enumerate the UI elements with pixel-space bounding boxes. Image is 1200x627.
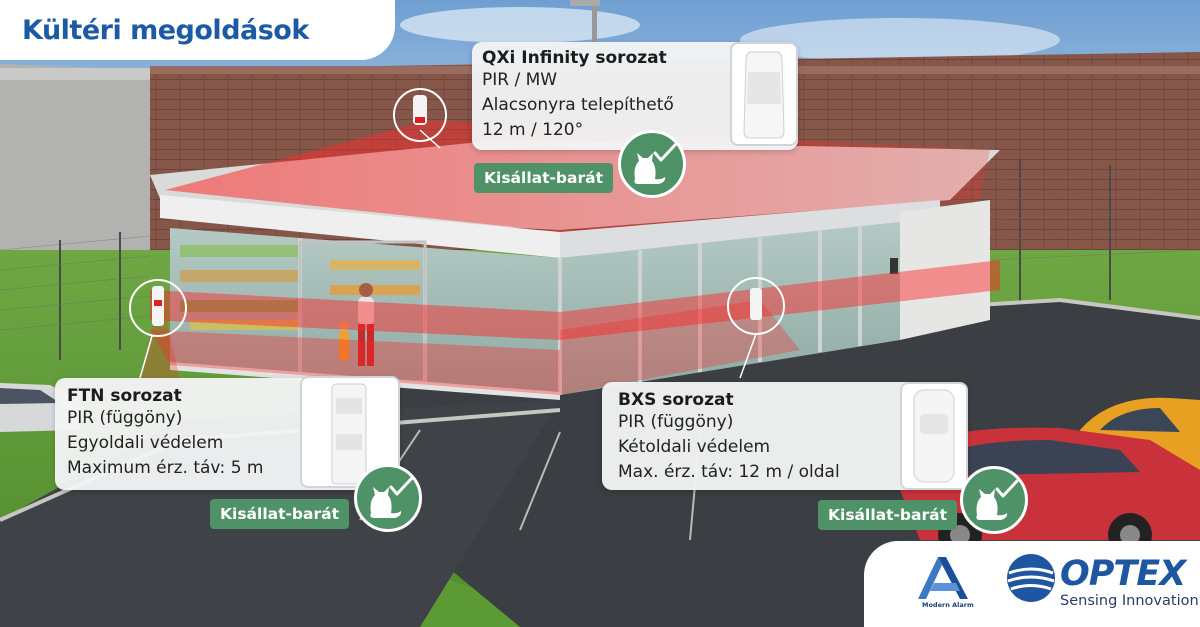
bxs-sensor-icon	[913, 389, 955, 483]
qxi-device-image	[730, 42, 798, 146]
pet-friendly-circle	[960, 466, 1028, 534]
cat-icon	[634, 153, 666, 184]
product-spec: Egyoldali védelem	[67, 433, 224, 453]
cat-icon	[370, 487, 402, 518]
product-spec: PIR (függöny)	[618, 412, 734, 432]
pet-friendly-label: Kisállat-barát	[484, 169, 604, 187]
page-title: Kültéri megoldások	[22, 14, 309, 46]
pet-friendly-circle	[618, 130, 686, 198]
title-tab: Kültéri megoldások	[0, 0, 395, 60]
product-spec: PIR (függöny)	[67, 408, 183, 428]
logo-panel: Modern Alarm OPTEX Sensing Innovation	[864, 541, 1200, 627]
checkmark-icon	[995, 479, 1019, 498]
pet-friendly-badge: Kisállat-barát	[818, 500, 958, 530]
pet-friendly-badge: Kisállat-barát	[210, 499, 350, 529]
pet-friendly-badge: Kisállat-barát	[474, 163, 614, 193]
pet-friendly-label: Kisállat-barát	[828, 506, 948, 524]
product-spec: Kétoldali védelem	[618, 437, 771, 457]
checkmark-icon	[653, 143, 677, 162]
product-spec: Alacsonyra telepíthető	[482, 95, 674, 115]
pet-friendly-label: Kisállat-barát	[220, 505, 340, 523]
checkmark-icon	[389, 477, 413, 496]
product-heading: BXS sorozat	[618, 390, 734, 410]
optex-tagline: Sensing Innovation	[1060, 593, 1199, 609]
product-heading: QXi Infinity sorozat	[482, 48, 667, 68]
optex-wordmark: OPTEX	[1060, 554, 1186, 594]
product-spec: Maximum érz. táv: 5 m	[67, 458, 264, 478]
product-spec: PIR / MW	[482, 70, 558, 90]
pet-friendly-circle	[354, 464, 422, 532]
ftn-sensor-icon	[331, 383, 367, 485]
modern-alarm-logo	[918, 557, 968, 599]
product-spec: 12 m / 120°	[482, 120, 584, 140]
qxi-sensor-icon	[743, 51, 785, 139]
modern-alarm-label: Modern Alarm	[922, 601, 974, 609]
product-spec: Max. érz. táv: 12 m / oldal	[618, 462, 840, 482]
optex-globe-logo	[1007, 554, 1055, 602]
bxs-device-image	[900, 382, 968, 490]
cat-icon	[976, 489, 1008, 520]
product-heading: FTN sorozat	[67, 386, 182, 406]
